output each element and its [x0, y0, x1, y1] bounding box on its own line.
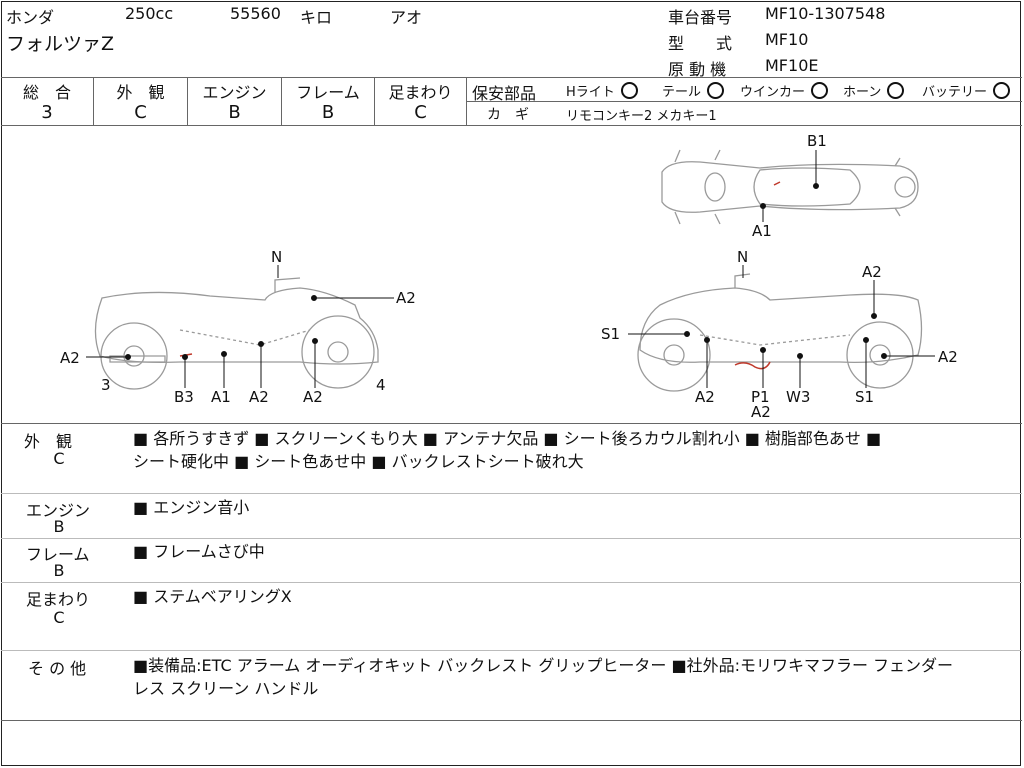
remark-suspension-grade: C	[53, 608, 65, 627]
top-view-scooter	[661, 149, 919, 225]
label-s1: S1	[601, 325, 620, 343]
label-a2: A2	[303, 388, 323, 406]
divider	[1, 77, 1022, 78]
remark-suspension-label: 足まわり	[26, 590, 91, 609]
ok-circle-icon	[707, 82, 725, 99]
remark-engine-label: エンジン	[26, 501, 91, 520]
divider	[1, 720, 1022, 721]
right-view-scooter	[637, 273, 923, 392]
ok-circle-icon	[993, 82, 1011, 99]
damage-marks	[179, 181, 781, 370]
overall-label: 総 合	[22, 83, 71, 102]
frame-no: MF10-1307548	[765, 4, 886, 23]
overall-grade: 3	[41, 102, 53, 123]
type-no: MF10	[765, 30, 809, 49]
divider	[1, 493, 1022, 494]
divider	[1, 582, 1022, 583]
engine-grade: B	[228, 102, 241, 123]
label-a2: A2	[751, 403, 771, 421]
label-a2: A2	[60, 349, 80, 367]
keys: リモコンキー2 メカキー1	[566, 109, 717, 124]
divider	[1, 650, 1022, 651]
remark-engine-text: ■ エンジン音小	[133, 498, 250, 517]
label-n: N	[271, 248, 282, 266]
divider	[466, 101, 1022, 102]
model-name: フォルツァZ	[6, 33, 115, 55]
engine-label: 原 動 機	[668, 60, 727, 79]
divider	[1, 125, 1022, 126]
label-4: 4	[376, 376, 386, 394]
key-label: カ ギ	[487, 107, 529, 123]
engine-no: MF10E	[765, 56, 819, 75]
remark-exterior-text: ■ 各所うすきず ■ スクリーンくもり大 ■ アンテナ欠品 ■ シート後ろカウル…	[133, 429, 882, 471]
label-3: 3	[101, 376, 111, 394]
divider	[374, 77, 375, 125]
label-s1: S1	[855, 388, 874, 406]
exterior-label: 外 観	[116, 83, 165, 102]
label-a2: A2	[862, 263, 882, 281]
frame-no-label: 車台番号	[668, 8, 733, 27]
safety-item: バッテリー	[922, 81, 1011, 100]
maker: ホンダ	[6, 8, 55, 27]
ok-circle-icon	[620, 82, 638, 99]
body-color: アオ	[390, 8, 423, 27]
remark-exterior-grade: C	[53, 449, 65, 468]
label-n: N	[737, 248, 748, 266]
label-b3: B3	[174, 388, 194, 406]
ok-circle-icon	[811, 82, 829, 99]
label-a2: A2	[938, 348, 958, 366]
safety-item: テール	[662, 81, 725, 100]
remark-frame-text: ■ フレームさび中	[133, 542, 265, 561]
label-a1: A1	[211, 388, 231, 406]
safety-item: ウインカー	[740, 81, 829, 100]
label-a1: A1	[752, 222, 772, 240]
label-b1: B1	[807, 132, 827, 150]
remark-other-text: ■装備品:ETC アラーム オーディオキット バックレスト グリップヒーター ■…	[133, 656, 954, 698]
engine-grade-label: エンジン	[202, 83, 267, 102]
label-a2: A2	[249, 388, 269, 406]
suspension-label: 足まわり	[388, 83, 453, 102]
divider	[1, 423, 1022, 424]
label-w3: W3	[786, 388, 810, 406]
frame-grade-label: フレーム	[296, 83, 360, 102]
safety-item: ホーン	[843, 81, 905, 100]
remark-engine-grade: B	[53, 517, 65, 536]
remark-other-label: そ の 他	[28, 659, 87, 678]
divider	[187, 77, 188, 125]
remark-exterior-label: 外 観	[24, 432, 73, 451]
remark-suspension-text: ■ ステムベアリングX	[133, 587, 292, 606]
type-label: 型 式	[668, 34, 733, 53]
left-view-scooter	[94, 277, 379, 390]
remark-frame-label: フレーム	[26, 545, 90, 564]
safety-label: 保安部品	[472, 84, 537, 103]
damage-diagram: B1 A1 N A2 A2 3 B3 A1 A2 A2 4 N A2 S1 A2…	[60, 132, 958, 421]
exterior-grade: C	[134, 102, 147, 123]
displacement: 250cc	[125, 4, 174, 23]
remark-frame-grade: B	[53, 561, 65, 580]
label-p1: P1	[751, 388, 770, 406]
divider	[1, 538, 1022, 539]
mileage: 55560	[230, 4, 281, 23]
ok-circle-icon	[887, 82, 905, 99]
mileage-unit: キロ	[300, 8, 333, 27]
label-a2: A2	[396, 289, 416, 307]
leader-lines	[86, 150, 935, 388]
safety-item: Hライト	[566, 81, 638, 100]
frame-grade: B	[321, 102, 335, 123]
label-a2: A2	[695, 388, 715, 406]
divider	[281, 77, 282, 125]
diagram-labels: B1 A1 N A2 A2 3 B3 A1 A2 A2 4 N A2 S1 A2…	[60, 132, 958, 421]
divider	[93, 77, 94, 125]
suspension-grade: C	[414, 102, 427, 123]
